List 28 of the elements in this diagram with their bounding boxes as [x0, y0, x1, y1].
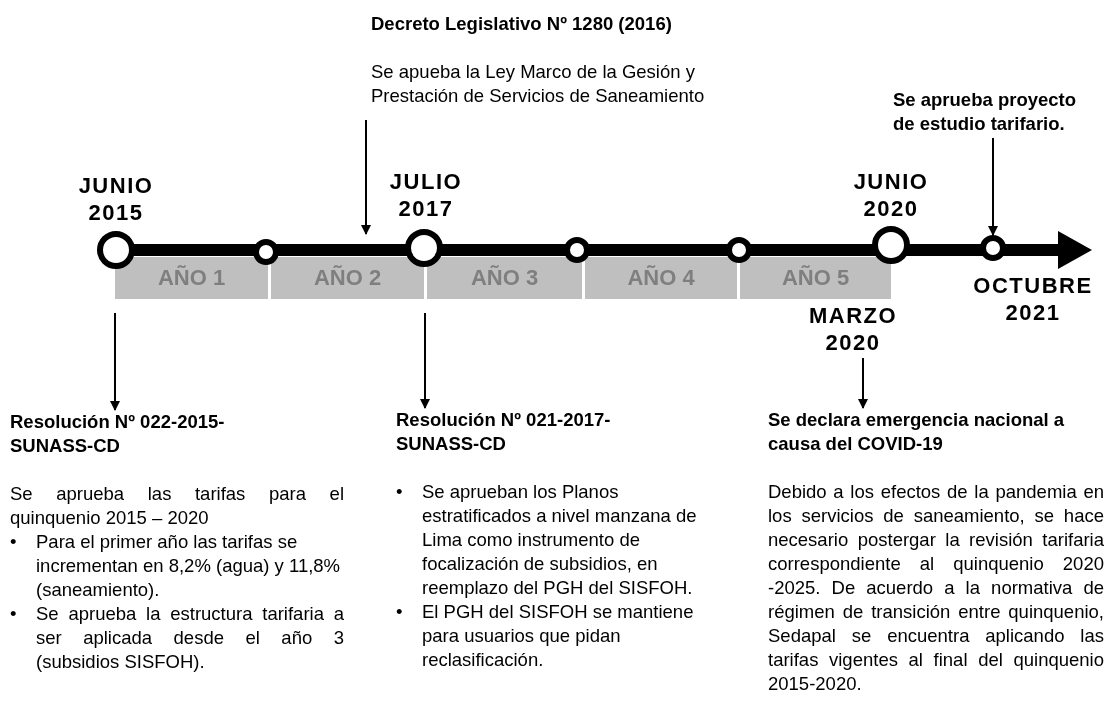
date-label: JUNIO 2020 — [853, 168, 929, 222]
arrow — [361, 119, 371, 235]
bullet-item: • Se aprueban los Planos estratificados a nivel manzana de Lima como instrumento de focalización de subsidios, en reemplazo del PGH del SISFOH. — [396, 480, 698, 600]
arrow — [420, 312, 430, 409]
event-heading: Se aprueba proyecto de estudio tarifario. — [893, 88, 1077, 136]
event-heading: Se declara emergencia nacional a causa del COVID-19 — [768, 408, 1066, 456]
arrow — [858, 357, 868, 409]
arrow — [110, 312, 120, 411]
event-description: Debido a los efectos de la pandemia en los servicios de saneamiento, se hace necesario postergar la revisión tarifaria correspondiente al quinquenio 2020 -2025. De acuerdo a la normativa de régimen de transición entre quinquenio, Sedapal se encuentra aplicando las tarifas vigentes al final del quinquenio 2015-2020. — [768, 480, 1104, 696]
milestone-circle — [97, 231, 135, 269]
date-label: MARZO 2020 — [808, 302, 898, 356]
year-band: AÑO 1 — [115, 257, 268, 299]
event-heading: Resolución Nº 022-2015- SUNASS-CD — [10, 410, 226, 458]
event-heading: Resolución Nº 021-2017- SUNASS-CD — [396, 408, 612, 456]
arrow — [988, 137, 998, 236]
year-band: AÑO 2 — [271, 257, 424, 299]
year-band: AÑO 4 — [585, 257, 737, 299]
date-label: JUNIO 2015 — [78, 172, 154, 226]
event-description: Se aprueba las tarifas para el quinquenio 2015 – 2020 — [10, 482, 344, 530]
date-label: OCTUBRE 2021 — [973, 272, 1093, 326]
event-heading: Decreto Legislativo Nº 1280 (2016) — [371, 12, 673, 36]
date-label: JULIO 2017 — [389, 168, 463, 222]
bullet-item: • Se aprueba la estructura tarifaria a ser aplicada desde el año 3 (subsidios SISFOH). — [10, 602, 344, 674]
year-band: AÑO 3 — [427, 257, 582, 299]
bullet-item: • El PGH del SISFOH se mantiene para usuarios que pidan reclasificación. — [396, 600, 695, 672]
event-description: Se apueba la Ley Marco de la Gesión y Prestación de Servicios de Saneamiento — [371, 60, 706, 108]
year-band: AÑO 5 — [740, 257, 891, 299]
bullet-item: • Para el primer año las tarifas se incrementan en 8,2% (agua) y 11,8% (saneamiento). — [10, 530, 342, 602]
